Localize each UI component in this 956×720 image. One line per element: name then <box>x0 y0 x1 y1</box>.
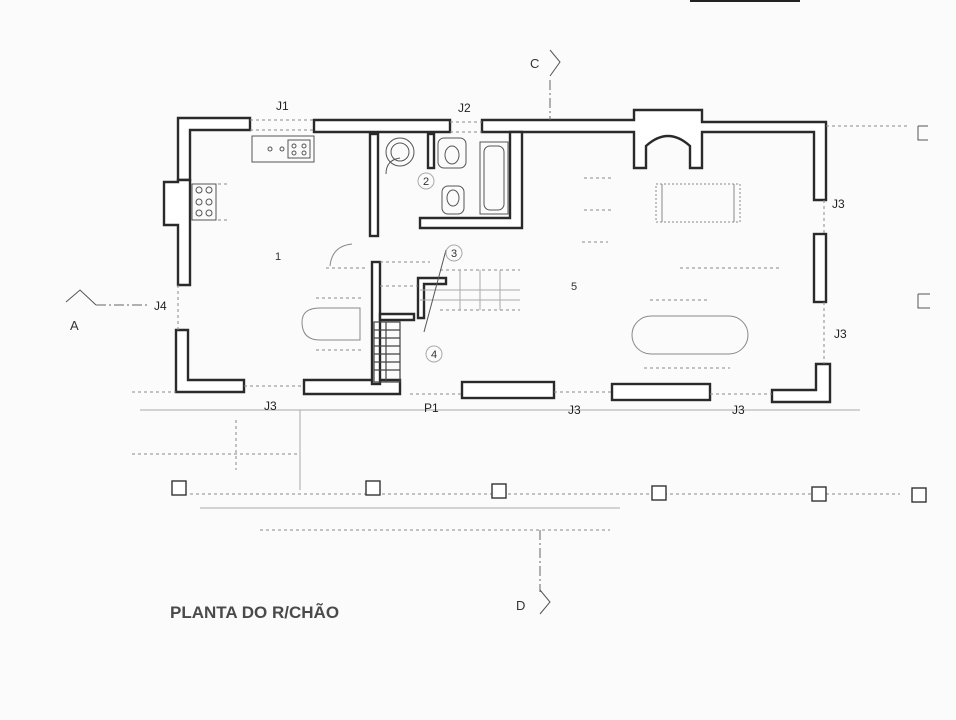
terrace-outline <box>132 391 900 531</box>
bathroom-fixtures <box>385 137 509 215</box>
room-number-4: 4 <box>431 349 437 361</box>
label-p1: P1 <box>424 401 439 415</box>
label-j3-left: J3 <box>264 399 277 413</box>
plan-title: PLANTA DO R/CHÃO <box>170 602 339 622</box>
label-j3-right-top: J3 <box>832 197 845 211</box>
window-openings <box>177 119 910 395</box>
label-j3-middle: J3 <box>568 403 581 417</box>
label-j1: J1 <box>276 99 289 113</box>
section-cut-lines <box>65 49 561 615</box>
living-furniture <box>301 177 780 369</box>
section-label-a: A <box>70 318 79 333</box>
opening-labels: J1 J2 J3 J3 J3 J3 J3 J4 P1 <box>154 99 847 417</box>
section-labels: A C D <box>70 56 539 613</box>
room-numbers: 1 2 3 4 5 <box>275 172 577 363</box>
room-number-1: 1 <box>275 251 281 263</box>
label-j2: J2 <box>458 101 471 115</box>
section-label-d: D <box>516 598 525 613</box>
columns <box>171 125 930 503</box>
room-number-2: 2 <box>423 176 429 188</box>
section-label-c: C <box>530 56 539 71</box>
label-j3-bottom-right: J3 <box>732 403 745 417</box>
label-j4: J4 <box>154 299 167 313</box>
label-j3-right-bottom: J3 <box>834 327 847 341</box>
interior-walls <box>368 130 524 386</box>
exterior-walls <box>162 108 832 404</box>
room-number-5: 5 <box>571 281 577 293</box>
staircase <box>373 249 520 383</box>
kitchen-fixtures <box>191 135 315 221</box>
room-number-3: 3 <box>451 248 457 260</box>
